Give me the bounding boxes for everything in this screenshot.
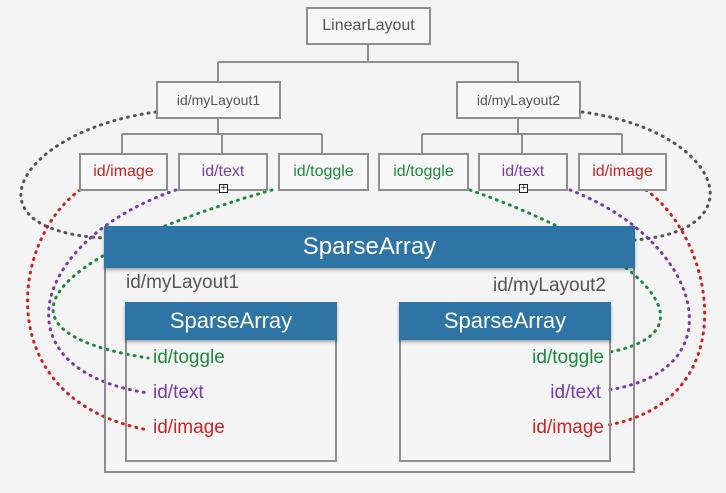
toggle-node-1: id/toggle: [278, 153, 369, 191]
outer-sparse-array-title: SparseArray: [302, 233, 437, 260]
outer-sparse-array-header: SparseArray: [104, 226, 635, 268]
inner-sparse-array-2-title: SparseArray: [443, 308, 567, 333]
inner-sparse-array-1-title: SparseArray: [169, 308, 293, 333]
key-my-layout1: id/myLayout1: [126, 272, 240, 293]
text-node-1-label: id/text: [201, 163, 245, 180]
key-my-layout2: id/myLayout2: [492, 275, 606, 296]
inner1-item-image: id/image: [153, 417, 225, 438]
image-node-2: id/image: [578, 153, 667, 191]
dotted-link-image2: [606, 188, 707, 427]
inner-sparse-array-2-header: SparseArray: [399, 302, 611, 340]
toggle-node-2-label: id/toggle: [393, 163, 454, 180]
inner2-item-text: id/text: [550, 382, 601, 403]
dotted-link-text2: [568, 188, 691, 392]
dotted-link-layout2: [580, 110, 712, 242]
expand-icon[interactable]: +: [219, 183, 228, 193]
inner2-item-image: id/image: [532, 417, 604, 438]
image-node-2-label: id/image: [592, 163, 653, 180]
my-layout2-label: id/myLayout2: [476, 92, 561, 108]
my-layout1-node: id/myLayout1: [156, 81, 281, 119]
dotted-link-layout1: [19, 110, 158, 240]
dotted-link-image1: [26, 188, 150, 432]
linear-layout-node: LinearLayout: [306, 7, 431, 45]
inner-sparse-array-1-header: SparseArray: [125, 302, 337, 340]
image-node-1: id/image: [79, 153, 168, 191]
image-node-1-label: id/image: [93, 163, 154, 180]
dotted-link-toggle2: [468, 188, 662, 354]
dotted-link-toggle1: [51, 188, 274, 360]
inner1-item-text: id/text: [153, 382, 204, 403]
inner2-item-toggle: id/toggle: [532, 347, 604, 368]
my-layout1-label: id/myLayout1: [176, 92, 261, 108]
toggle-node-2: id/toggle: [378, 153, 469, 191]
dotted-link-text1: [47, 188, 178, 395]
text-node-2-label: id/text: [501, 163, 545, 180]
inner1-item-toggle: id/toggle: [153, 347, 225, 368]
my-layout2-node: id/myLayout2: [456, 81, 581, 119]
linear-layout-label: LinearLayout: [322, 17, 415, 34]
toggle-node-1-label: id/toggle: [293, 163, 354, 180]
expand-icon[interactable]: +: [519, 183, 528, 193]
